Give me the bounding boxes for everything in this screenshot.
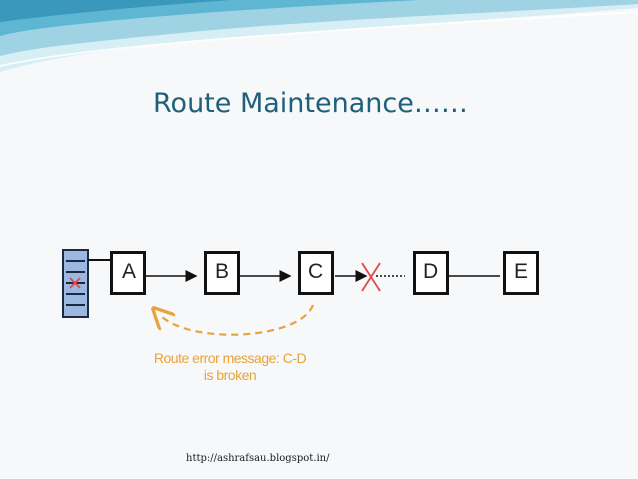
packet-queue-icon [62,249,89,318]
node-b [204,251,240,295]
node-a-label: A [122,260,137,283]
route-error-arrow [160,304,315,336]
node-c [298,251,334,295]
node-d [413,251,449,295]
route-error-line-2: is broken [203,367,257,383]
node-d-label: D [423,260,439,283]
node-e-label: E [514,260,529,283]
node-a [110,251,146,295]
node-e [503,251,539,295]
link-break-icon [361,262,381,292]
slide-title: Route Maintenance…… [153,88,468,119]
node-c-label: C [308,260,324,283]
header-swoosh-decoration [0,0,638,72]
node-b-label: B [215,260,230,283]
footer-url-link[interactable]: http://ashrafsau.blogspot.in/ [186,453,330,464]
route-error-message: Route error message: C-D is broken [150,350,310,384]
route-error-line-1: Route error message: C-D [153,350,307,366]
